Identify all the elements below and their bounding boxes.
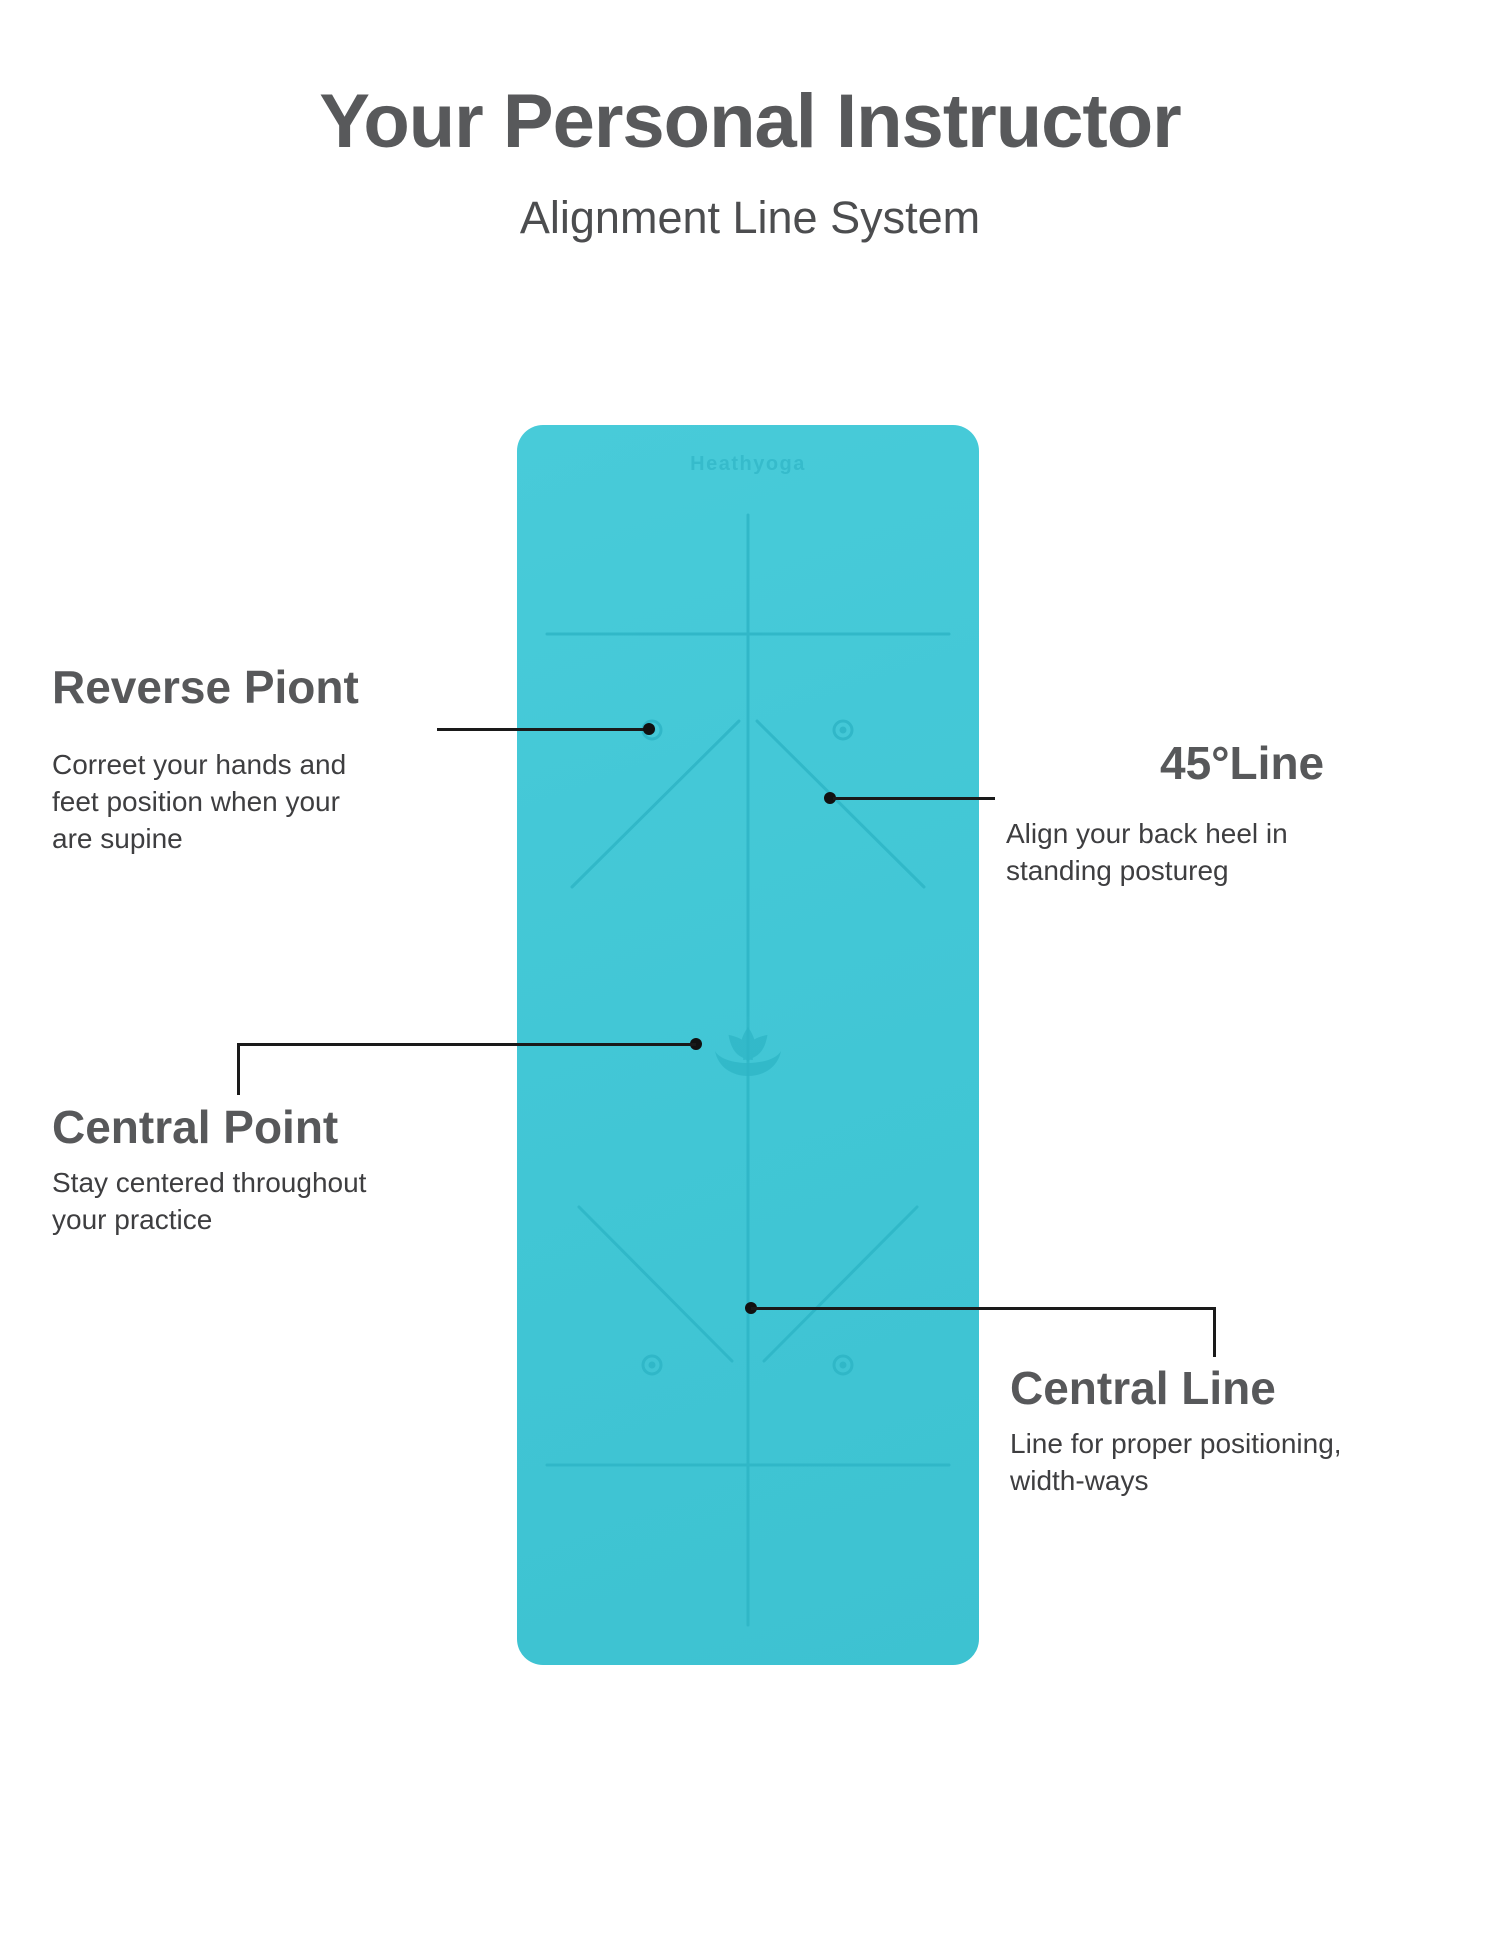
circle-marker-dot-icon (839, 726, 847, 734)
callout-45-line-dot (824, 792, 836, 804)
callout-body-line: Line for proper positioning, (1010, 1428, 1342, 1459)
circle-marker-dot-icon (839, 1361, 847, 1369)
callout-45-line-heading: 45°Line (1160, 737, 1325, 789)
circle-marker-icon (641, 1354, 663, 1376)
callout-reverse-point-dot (643, 723, 655, 735)
lotus-icon (715, 1027, 781, 1076)
callout-central-point-dot (690, 1038, 702, 1050)
callout-central-line-heading: Central Line (1010, 1362, 1276, 1414)
callout-central-point-heading: Central Point (52, 1101, 339, 1153)
callout-body-line: are supine (52, 823, 183, 854)
callout-body-line: your practice (52, 1204, 213, 1235)
callout-body-line: width-ways (1010, 1465, 1149, 1496)
lower-left-45-line-marking (577, 1205, 734, 1363)
callout-central-line-body: Line for proper positioning, width-ways (1010, 1425, 1342, 1499)
callout-reverse-point-heading: Reverse Piont (52, 661, 359, 713)
lower-right-45-line-marking (762, 1205, 919, 1363)
circle-marker-dot-icon (648, 1361, 656, 1369)
callout-central-point-connector-h (237, 1043, 696, 1046)
callout-body-line: feet position when your (52, 786, 340, 817)
callout-central-line-connector-v (1213, 1307, 1216, 1357)
callout-body-line: Stay centered throughout (52, 1167, 367, 1198)
callout-body-line: Correet your hands and (52, 749, 347, 780)
circle-marker-icon (832, 1354, 854, 1376)
circle-marker-icon (832, 719, 854, 741)
mat-brand-logo: Heathyoga (690, 453, 806, 475)
callout-reverse-point-body: Correet your hands and feet position whe… (52, 746, 346, 857)
page-title: Your Personal Instructor (319, 79, 1181, 164)
callout-central-point-body: Stay centered throughout your practice (52, 1164, 366, 1238)
callout-central-point-connector-v (237, 1043, 240, 1095)
callout-body-line: Align your back heel in (1006, 818, 1288, 849)
callout-45-line-connector (833, 797, 995, 800)
callout-central-line-connector-h (751, 1307, 1216, 1310)
upper-left-45-line-marking (570, 719, 741, 889)
page-subtitle: Alignment Line System (519, 192, 981, 243)
upper-right-45-line-marking (755, 719, 926, 889)
callout-reverse-point-connector (437, 728, 652, 731)
callout-body-line: standing postureg (1006, 855, 1229, 886)
callout-45-line-body: Align your back heel in standing posture… (1006, 815, 1288, 889)
